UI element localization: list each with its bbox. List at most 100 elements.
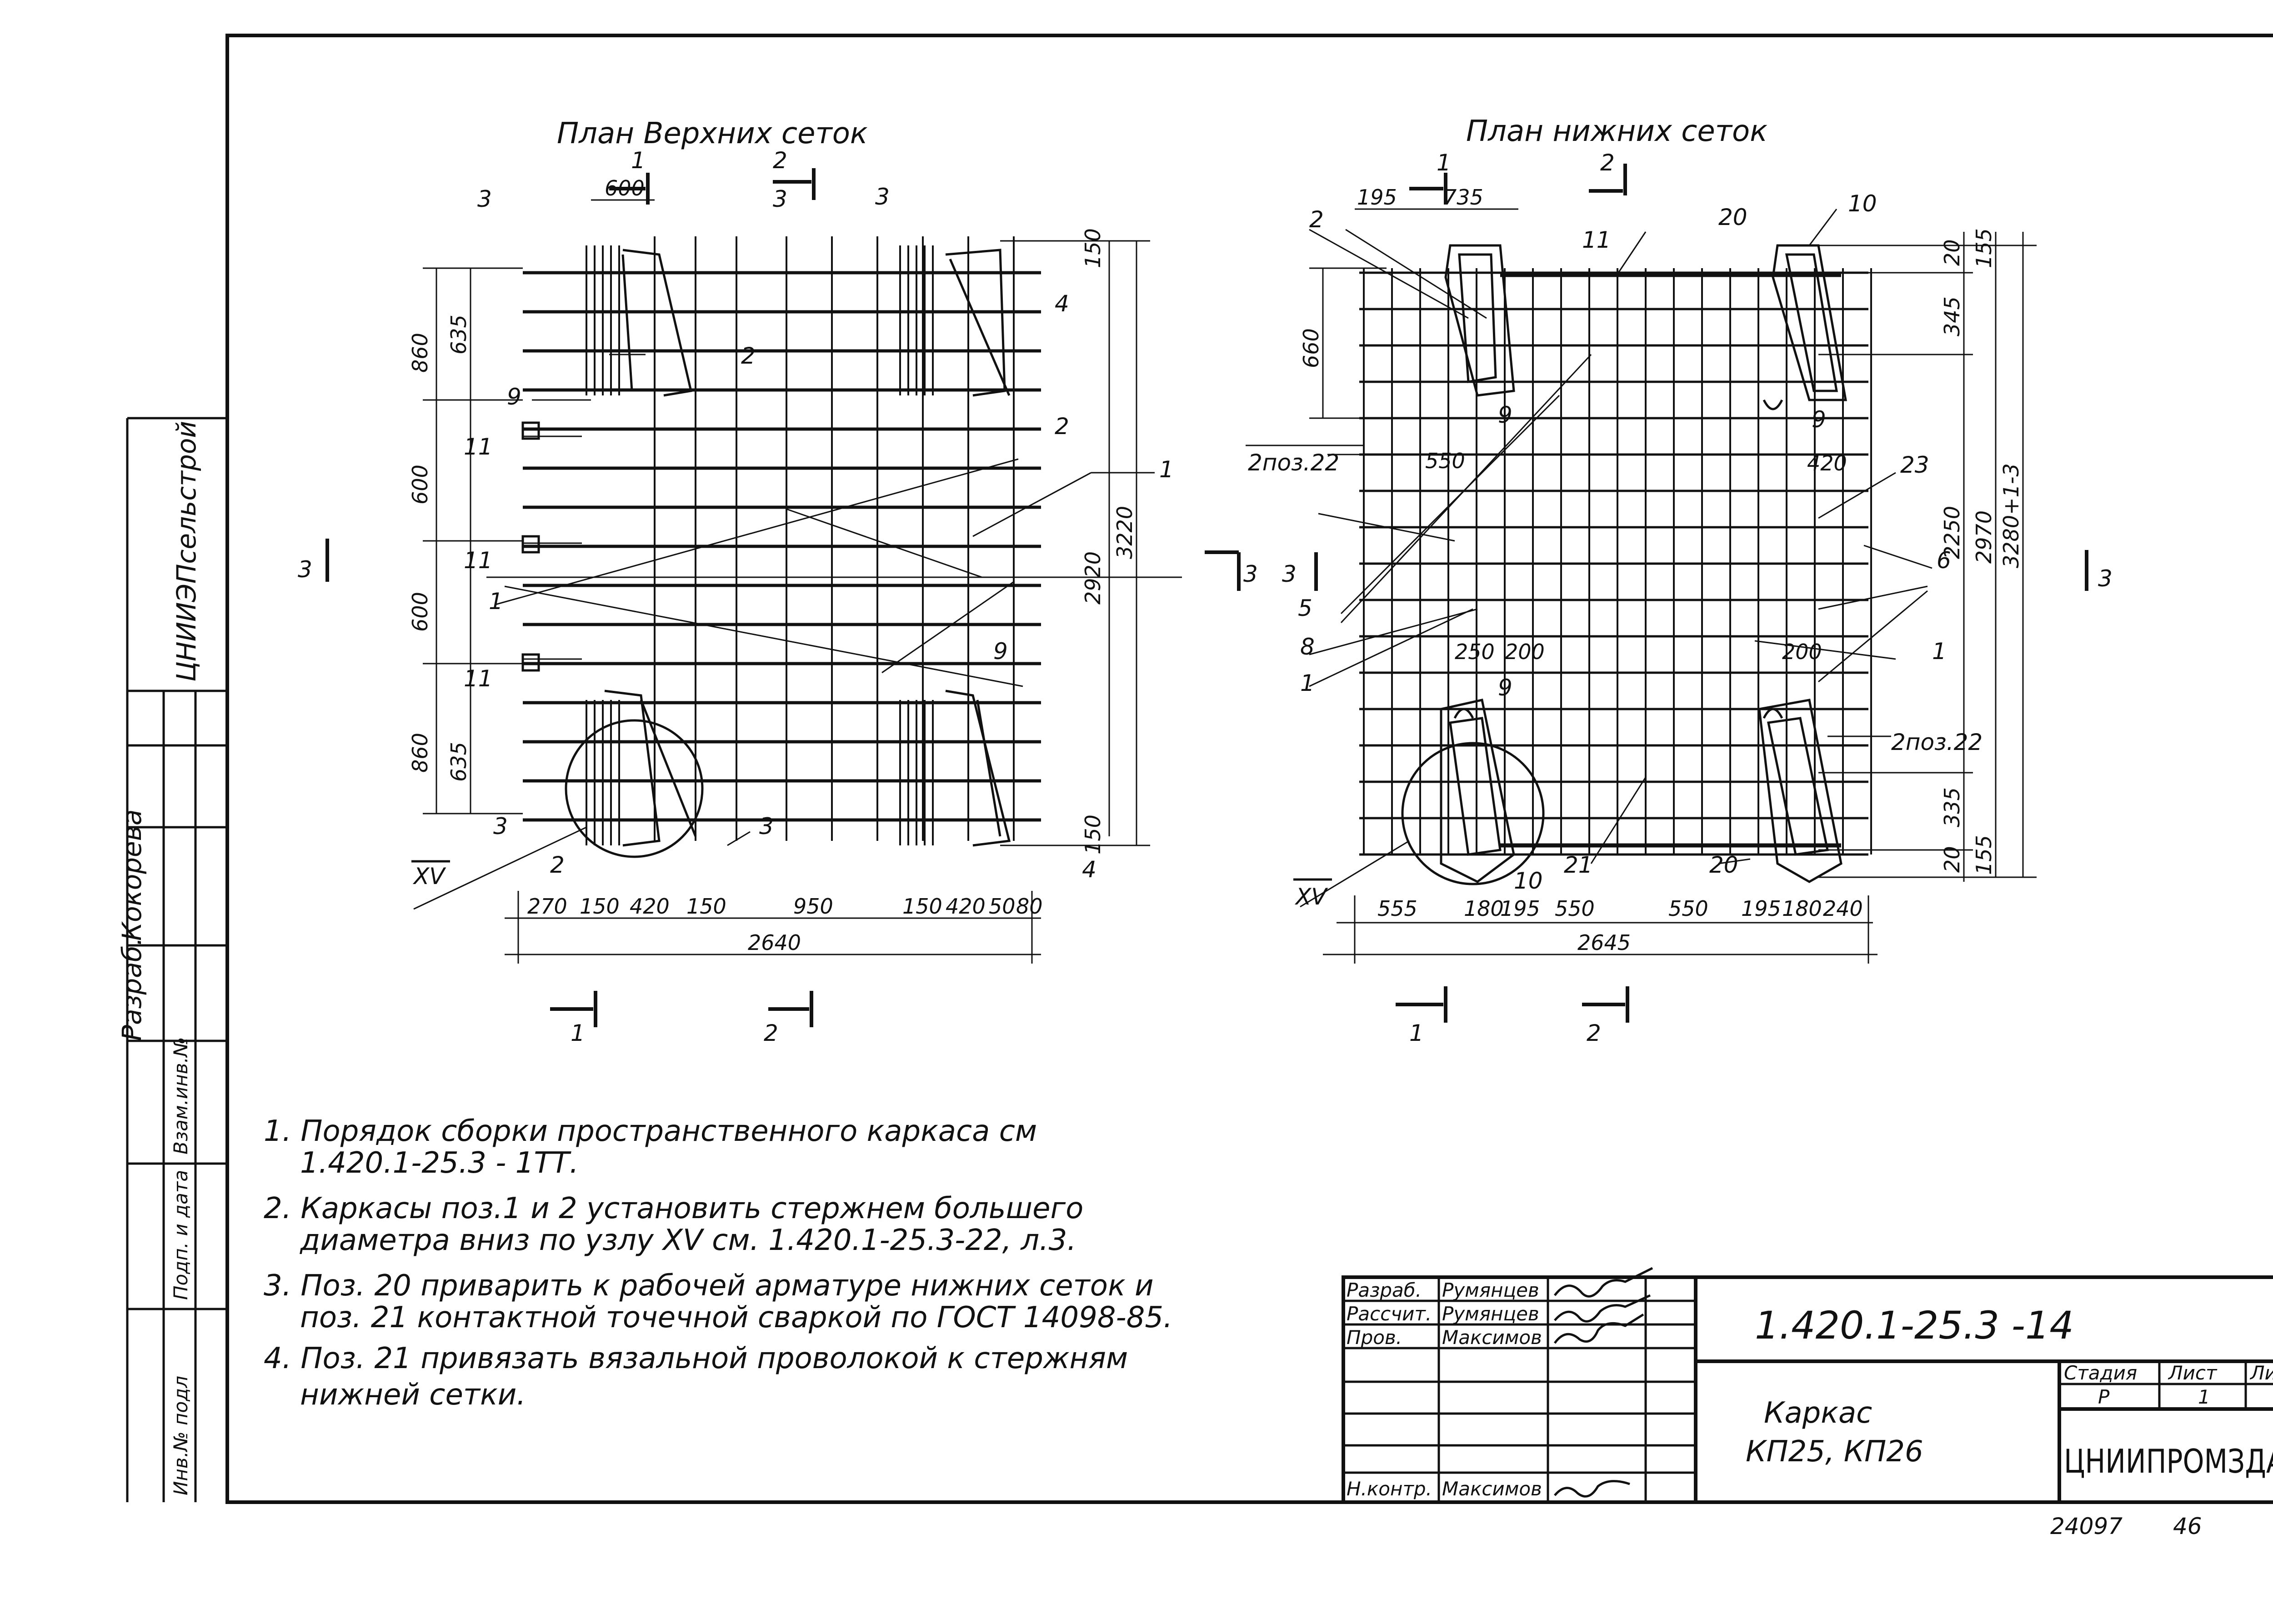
title-block: Разраб. Румянцев Рассчит. Румянцев Пров.…: [1342, 1267, 2273, 1504]
upper-mesh-grid: [523, 236, 1041, 845]
lower-pos-10a: 10: [1848, 190, 1877, 217]
note-1-line-2: 1.420.1-25.3 - 1ТТ.: [300, 1146, 579, 1180]
tb-sheets-label: Листов: [2249, 1362, 2273, 1384]
upper-bdim-420a: 420: [630, 894, 670, 919]
tb-organization: ЦНИИПРОМЗДАНИЙ: [2064, 1442, 2273, 1480]
upper-pos-1b: 1: [1159, 456, 1174, 483]
tb-name-1: Румянцев: [1442, 1279, 1539, 1301]
upper-bdim-150b: 150: [686, 894, 726, 919]
tb-role-2: Рассчит.: [1347, 1303, 1432, 1325]
lower-section-mark-2: 2: [1600, 150, 1615, 176]
lower-inner-420: 420: [1807, 451, 1847, 475]
upper-section-mark-2-bottom: 2: [764, 1020, 778, 1046]
upper-section-mark-3-left: 3: [298, 556, 312, 583]
upper-plan: 1 2 1 2 3 3 3 3 3 4 2 9 11 11 11 1 2 1 9…: [298, 147, 1258, 1046]
upper-dim-600a: 600: [408, 465, 432, 505]
notes: 1. Порядок сборки пространственного карк…: [264, 1114, 1172, 1412]
upper-dim-3220: 3220: [1112, 506, 1137, 559]
note-3-line-2: поз. 21 контактной точечной сваркой по Г…: [300, 1301, 1172, 1334]
upper-pos-2c: 2: [550, 852, 565, 878]
upper-pos-9a: 9: [507, 384, 521, 410]
upper-section-mark-1: 1: [631, 147, 646, 174]
upper-pos-3b: 3: [773, 186, 787, 212]
sign-date-cell: Подп. и дата: [170, 1170, 192, 1300]
lower-frames: [1401, 244, 1847, 885]
lower-dim-20b: 20: [1940, 846, 1964, 873]
upper-bdim-270: 270: [527, 894, 567, 919]
upper-pos-11b: 11: [464, 547, 493, 574]
lower-bdim-180b: 180: [1782, 896, 1822, 921]
lower-bdim-195a: 195: [1500, 896, 1540, 921]
lower-pos-5: 5: [1298, 595, 1312, 621]
lower-pos-ref-22a: 2поз.22: [1248, 450, 1339, 476]
upper-bdim-150a: 150: [580, 894, 620, 919]
lower-dim-2250: 2250: [1940, 506, 1964, 559]
upper-bdim-50: 50: [989, 894, 1016, 919]
upper-node-xv: XV: [412, 863, 446, 889]
tb-role-6: Н.контр.: [1347, 1478, 1432, 1500]
upper-dim-600b: 600: [408, 592, 432, 632]
lower-dim-735-top: 735: [1443, 185, 1483, 210]
lower-pos-21: 21: [1564, 852, 1593, 878]
tb-name-6: Максимов: [1442, 1478, 1542, 1500]
upper-pos-3d: 3: [493, 813, 508, 839]
lower-plan-title: План нижних сеток: [1466, 115, 1767, 148]
lower-bdim-555: 555: [1377, 896, 1417, 921]
lower-section-mark-3-right: 3: [2098, 565, 2113, 592]
tb-stage-value: Р: [2098, 1386, 2110, 1408]
sheet-frame: 16: [225, 34, 2273, 1504]
lower-dim-3280: 3280+1-3: [1999, 463, 2023, 568]
lower-pos-10b: 10: [1514, 868, 1543, 894]
upper-dim-635a: 635: [446, 315, 471, 355]
note-3-line-1: 3. Поз. 20 приварить к рабочей арматуре …: [264, 1269, 1154, 1303]
lower-dim-660: 660: [1299, 328, 1323, 368]
lower-pos-ref-22b: 2поз.22: [1891, 729, 1983, 755]
org-vertical: ЦНИИЭПсельстрой: [171, 421, 202, 682]
upper-pos-2a: 2: [741, 343, 756, 369]
lower-section-mark-1: 1: [1437, 150, 1451, 176]
upper-bdim-420b: 420: [946, 894, 986, 919]
lower-pos-1a: 1: [1300, 670, 1315, 696]
lower-dim-335: 335: [1940, 787, 1964, 827]
upper-bdim-950: 950: [793, 894, 833, 919]
lower-pos-2: 2: [1309, 206, 1324, 233]
upper-dim-150b: 150: [1081, 814, 1105, 854]
upper-plan-title: План Верхних сеток: [557, 117, 868, 150]
lower-section-mark-1-bottom: 1: [1409, 1020, 1424, 1046]
upper-section-markers: [325, 168, 1241, 1027]
note-1-line-1: 1. Порядок сборки пространственного карк…: [264, 1114, 1037, 1148]
lower-pos-8: 8: [1300, 634, 1315, 660]
lower-inner-550: 550: [1425, 449, 1465, 473]
upper-pos-3c: 3: [875, 184, 890, 210]
upper-pos-2b: 2: [1055, 413, 1069, 440]
developed-name: Кокорева: [116, 810, 147, 941]
tb-sheet-value: 1: [2198, 1386, 2210, 1408]
inv-cell: Инв.№ подл: [170, 1376, 192, 1495]
lower-bdim-180a: 180: [1464, 896, 1504, 921]
lower-inner-200a: 200: [1505, 640, 1545, 664]
lower-dim-345: 345: [1940, 296, 1964, 336]
upper-dim-2920: 2920: [1081, 551, 1105, 605]
upper-dim-635b: 635: [446, 742, 471, 782]
note-2-line-2: диаметра вниз по узлу XV см. 1.420.1-25.…: [300, 1224, 1076, 1257]
tb-name-2: Румянцев: [1442, 1303, 1539, 1325]
lower-pos-11: 11: [1582, 227, 1611, 253]
upper-section-mark-1-bottom: 1: [571, 1020, 585, 1046]
upper-dim-860a: 860: [408, 333, 432, 373]
lower-bdim-550a: 550: [1555, 896, 1595, 921]
lower-pos-20b: 20: [1709, 852, 1738, 878]
left-strip: ЦНИИЭПсельстрой Разраб. Кокорева Инв.№ п…: [116, 417, 227, 1502]
note-4-line-1: 4. Поз. 21 привязать вязальной проволоко…: [264, 1342, 1128, 1375]
lower-pos-6: 6: [1937, 547, 1951, 574]
upper-pos-4b: 4: [1082, 856, 1096, 883]
bottom-ref-number: 24097: [2050, 1513, 2123, 1539]
lower-dimension-lines: [1246, 208, 2037, 964]
upper-section-mark-3-right: 3: [1243, 561, 1258, 587]
tb-role-1: Разраб.: [1347, 1279, 1422, 1301]
lower-pos-9b: 9: [1812, 406, 1826, 433]
lower-bdim-195b: 195: [1741, 896, 1781, 921]
tb-item-name-1: Каркас: [1764, 1396, 1872, 1430]
lower-mesh-grid: [1359, 268, 1872, 856]
lower-bdim-550b: 550: [1668, 896, 1708, 921]
